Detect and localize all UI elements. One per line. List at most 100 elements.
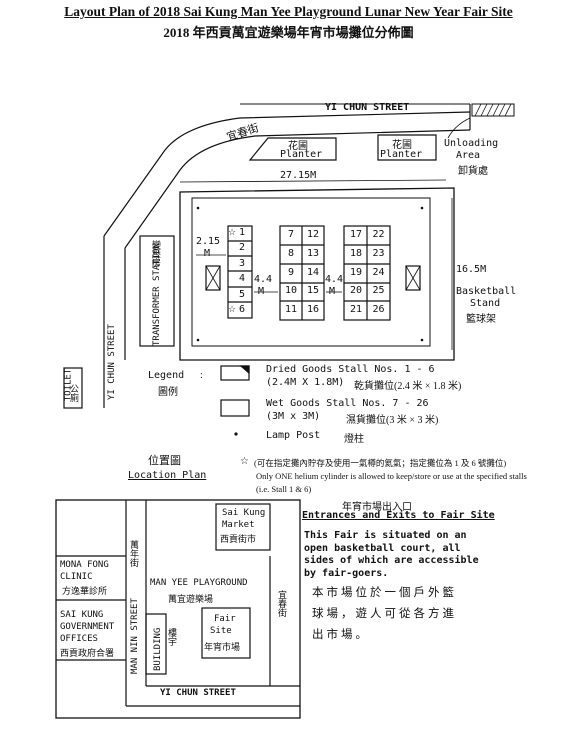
stall-17: 17 [349,229,363,240]
helium-star-icon: ☆ [240,456,249,467]
fair-site-label-en-1: Fair [214,614,236,624]
man-nin-street-en: MAN NIN STREET [130,598,140,674]
location-plan-en: Location Plan [128,470,207,481]
entrances-en-line: sides of which are accessible [304,555,479,566]
stall-7: 7 [287,229,295,240]
basketball-stand-en: Stand [470,298,501,309]
stall-21: 21 [349,304,363,316]
stall-14: 14 [306,266,320,278]
toilet-label-zh: 公廁 [69,384,79,402]
dimension-width: 27.15M [280,170,317,181]
playground-label-en: MAN YEE PLAYGROUND [150,578,248,588]
entrances-en-line: by fair-goers. [304,567,389,579]
gov-label-en-1: SAI KUNG [60,610,104,620]
helium-note-zh: (可在指定攤內貯存及使用一氣樽的氦氣；指定攤位為 1 及 6 號攤位) [254,458,507,468]
location-plan-zh: 位置圖 [148,455,181,467]
helium-stall-star-icon: ☆ [228,304,237,314]
stall-19: 19 [349,266,363,278]
man-nin-street-zh: 萬年街 [129,540,139,567]
dimension-gap-mid-1-unit: M [258,286,265,297]
entrances-heading-zh: 年宵市場出入口 [342,502,412,513]
stall-6: 6 [238,304,246,315]
legend-lamp-zh: 燈柱 [344,434,364,445]
planter-2-zh: 花圃 [392,140,412,151]
dimension-gap-mid-1: 4.4 [254,274,273,285]
entrances-zh-line: 本市場位於一個戶外籃 [312,587,457,599]
stall-5: 5 [238,288,246,300]
fair-site-label-en-2: Site [210,626,232,636]
transformer-label-zh: 變壓房 [151,240,161,267]
yi-chun-street-zh-map: 宜春街 [277,590,287,617]
fair-site-label-zh: 年宵市場 [204,642,241,652]
stall-2: 2 [238,242,246,254]
basketball-label-zh: 籃球架 [466,314,496,325]
legend-dried-zh: 乾貨攤位(2.4 米 × 1.8 米) [354,381,462,392]
entrances-en-line: open basketball court, all [304,542,461,554]
stall-10: 10 [284,285,298,297]
stall-3: 3 [238,257,246,269]
stall-16: 16 [306,304,320,316]
market-label-zh: 西貢街市 [220,534,257,544]
planter-1-en: Planter [280,149,323,160]
street-label-yi-chun-top: YI CHUN STREET [325,102,410,113]
stall-1: 1 [238,227,246,238]
stall-8: 8 [287,247,295,259]
stall-9: 9 [287,266,295,278]
unloading-label-en: Unloading [444,138,499,149]
stall-12: 12 [306,229,320,240]
building-label-zh: 樓宇 [167,628,177,646]
entrances-en-line: This Fair is situated on an [304,530,467,541]
legend-heading-en: Legend [148,370,185,381]
planter-1-zh: 花圃 [288,141,308,152]
stall-18: 18 [349,247,363,259]
gov-label-en-3: OFFICES [60,634,98,644]
stall-23: 23 [372,247,385,259]
title-chinese: 2018 年西貢萬宜遊樂場年宵市場攤位分佈圖 [163,25,414,40]
helium-note-en-1: Only ONE helium cylinder is allowed to k… [256,471,527,481]
entrances-heading-en: Entrances and Exits to Fair Site [302,510,495,521]
dimension-depth: 16.5M [456,264,487,275]
helium-stall-star-icon: ☆ [228,227,237,237]
stall-24: 24 [372,266,385,278]
clinic-label-en-1: MONA FONG [60,560,109,570]
dimension-gap-left: 2.15 [196,236,221,247]
legend-dried-en: Dried Goods Stall Nos. 1 - 6 [266,364,435,375]
entrances-zh-line: 球場，遊人可從各方進 [312,608,457,620]
dimension-gap-left-unit: M [204,248,211,259]
stall-11: 11 [284,304,298,316]
lamp-post-markers [196,206,424,436]
stall-25: 25 [372,285,385,297]
helium-note-en-2: (i.e. Stall 1 & 6) [256,484,312,494]
gov-label-zh: 西貢政府合署 [60,648,115,658]
stall-4: 4 [238,273,246,285]
yi-chun-street-en-map: YI CHUN STREET [160,688,236,698]
stall-22: 22 [372,229,385,240]
stall-15: 15 [306,285,320,297]
stall-26: 26 [372,304,385,316]
legend-wet-size: (3M x 3M) [266,411,321,422]
title-english: Layout Plan of 2018 Sai Kung Man Yee Pla… [64,4,513,19]
unloading-area-en: Area [456,150,481,161]
playground-label-zh: 萬宜遊樂場 [168,594,214,604]
stall-13: 13 [306,247,320,259]
street-label-yi-chun-left: YI CHUN STREET [107,324,117,400]
legend-wet-zh: 濕貨攤位(3 米 × 3 米) [346,415,439,426]
legend-dried-size: (2.4M X 1.8M) [266,377,345,388]
stall-20: 20 [349,285,363,297]
basketball-label-en: Basketball [456,286,517,297]
dimension-gap-mid-2: 4.4 [325,274,344,285]
clinic-label-en-2: CLINIC [60,572,93,582]
legend-wet-en: Wet Goods Stall Nos. 7 - 26 [266,398,429,409]
market-label-en-1: Sai Kung [222,508,266,518]
legend-heading-zh: 圖例 [158,387,178,398]
building-label-en: BUILDING [153,627,163,671]
gov-label-en-2: GOVERNMENT [60,622,115,632]
dimension-gap-mid-2-unit: M [329,286,336,297]
clinic-label-zh: 方逸華診所 [62,586,108,596]
legend-lamp-en: Lamp Post [266,430,321,441]
planter-2-en: Planter [380,149,423,160]
entrances-zh-line: 出市場。 [312,629,370,641]
market-label-en-2: Market [222,520,255,530]
unloading-label-zh: 卸貨處 [458,166,488,177]
